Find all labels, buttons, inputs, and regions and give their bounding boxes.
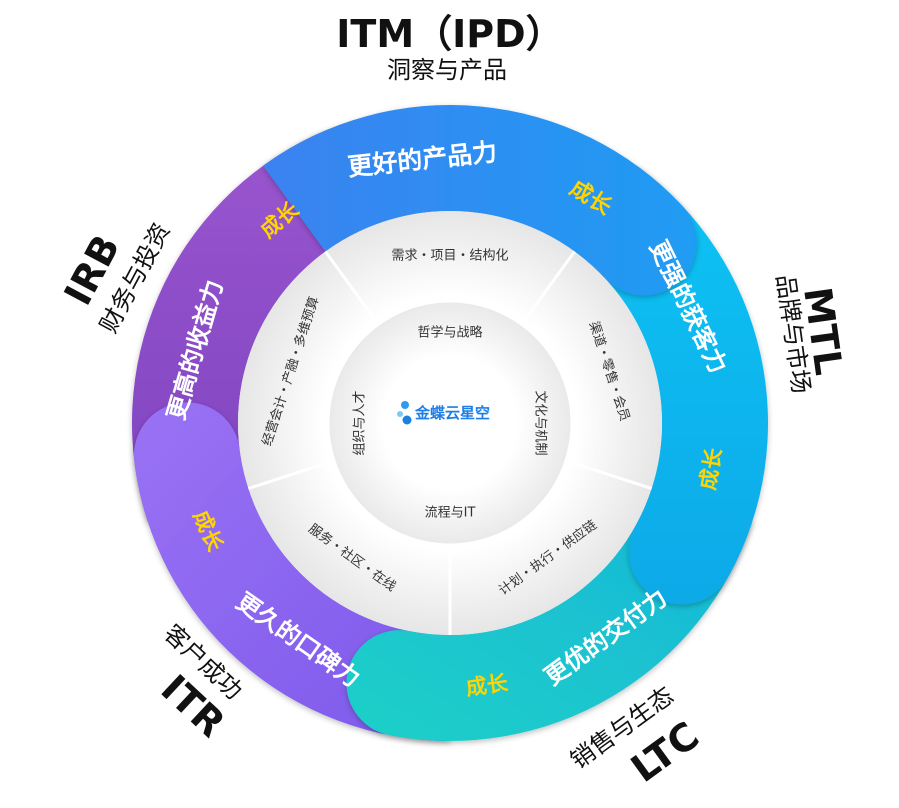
- logo-dot: [401, 401, 409, 409]
- core-label-0: 哲学与战略: [417, 325, 482, 341]
- core-label-2: 流程与IT: [425, 506, 476, 521]
- logo-disc: [392, 365, 508, 481]
- ring-divider: [567, 459, 653, 490]
- ring-segment-shape: [263, 104, 697, 296]
- ring-divider: [521, 250, 576, 324]
- middle-label-0: 需求・项目・结构化: [391, 249, 508, 264]
- growth-badge-ltc: 成长: [464, 670, 510, 700]
- process-title-itm: ITM（IPD）: [336, 12, 563, 56]
- process-subtitle-itm: 洞察与产品: [387, 56, 507, 84]
- logo-dot: [397, 411, 403, 417]
- ring-divider: [324, 250, 379, 324]
- kingdee-logo: 金蝶云星空: [397, 401, 490, 425]
- ring-divider: [247, 459, 333, 490]
- logo-text: 金蝶云星空: [414, 404, 490, 422]
- logo-dot: [402, 415, 412, 425]
- core-label-3: 组织与人才: [353, 390, 368, 455]
- ring-segment-itm: [263, 104, 697, 296]
- logo-brand: 金蝶云: [414, 404, 460, 422]
- core-label-1: 文化与机制: [533, 390, 548, 455]
- logo-product: 星空: [460, 404, 490, 422]
